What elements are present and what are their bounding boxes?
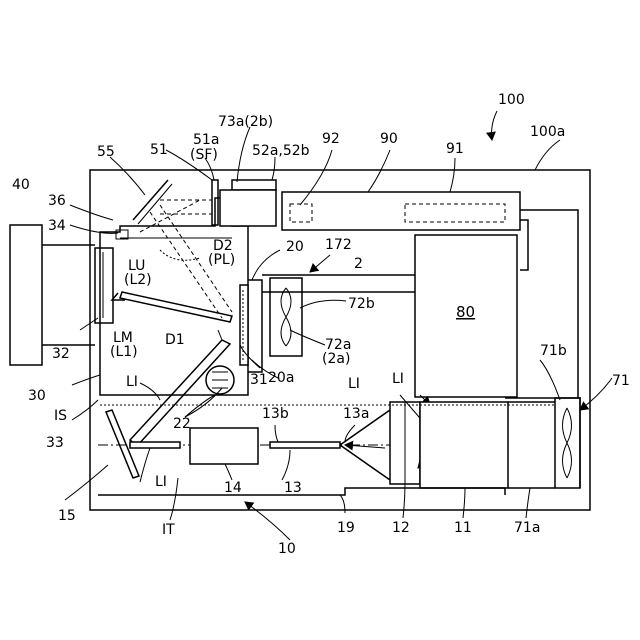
label-12: 12 [392, 520, 410, 536]
unit-40 [10, 225, 42, 365]
label-73a: 73a(2b) [218, 114, 273, 130]
screen-32 [95, 248, 113, 323]
label-22: 22 [173, 416, 191, 432]
label-51a: 51a [193, 132, 219, 148]
label-91: 91 [446, 141, 464, 157]
label-10: 10 [278, 541, 296, 557]
label-33: 33 [46, 435, 64, 451]
label-l2: (L2) [124, 272, 152, 288]
label-32: 32 [52, 346, 70, 362]
label-li-1: LI [126, 374, 138, 390]
light-path-dashed-3 [140, 200, 200, 232]
li-beam-head [218, 330, 222, 340]
label-71a: 71a [514, 520, 540, 536]
rod-left [130, 442, 180, 448]
label-34: 34 [48, 218, 66, 234]
label-11: 11 [454, 520, 472, 536]
label-li-3: LI [392, 371, 404, 387]
label-71: 71 [612, 373, 630, 389]
label-2: 2 [354, 256, 363, 272]
duct-90 [282, 192, 520, 230]
label-sf: (SF) [190, 147, 218, 163]
label-pl: (PL) [208, 252, 235, 268]
leader-lines [65, 111, 612, 540]
block-14 [190, 428, 258, 464]
label-72b: 72b [348, 296, 375, 312]
duct-90-ext [520, 210, 578, 398]
block-73a [220, 190, 276, 226]
label-20: 20 [286, 239, 304, 255]
label-40: 40 [12, 177, 30, 193]
label-71b: 71b [540, 343, 567, 359]
label-30: 30 [28, 388, 46, 404]
label-13a: 13a [343, 406, 369, 422]
label-2a: (2a) [322, 351, 350, 367]
arrow-172 [310, 255, 330, 272]
label-14: 14 [224, 480, 242, 496]
label-19: 19 [337, 520, 355, 536]
mirror-lm [120, 292, 232, 322]
label-100a: 100a [530, 124, 565, 140]
label-l1: (L1) [110, 344, 138, 360]
label-20a: 20a [268, 370, 294, 386]
label-d1: D1 [165, 332, 185, 348]
label-55: 55 [97, 144, 115, 160]
label-51: 51 [150, 142, 168, 158]
label-90: 90 [380, 131, 398, 147]
label-li-4: LI [155, 474, 167, 490]
optical-housing-30 [100, 198, 248, 395]
light-source-11 [420, 402, 508, 488]
display-20 [240, 285, 248, 365]
label-li-2: LI [348, 376, 360, 392]
label-31: 31 [250, 372, 268, 388]
lu-beam [160, 250, 200, 260]
label-15: 15 [58, 508, 76, 524]
label-92: 92 [322, 131, 340, 147]
label-100: 100 [498, 92, 525, 108]
label-80: 80 [456, 303, 475, 321]
unit-40-connector [42, 245, 95, 345]
label-36: 36 [48, 193, 66, 209]
block-52 [232, 180, 276, 190]
label-13b: 13b [262, 406, 289, 422]
light-source-22-rays [212, 372, 228, 388]
label-is: IS [54, 408, 67, 424]
label-172: 172 [325, 237, 352, 253]
label-52: 52a,52b [252, 143, 310, 159]
label-13: 13 [284, 480, 302, 496]
rod-13 [270, 442, 340, 448]
label-it: IT [162, 522, 175, 538]
